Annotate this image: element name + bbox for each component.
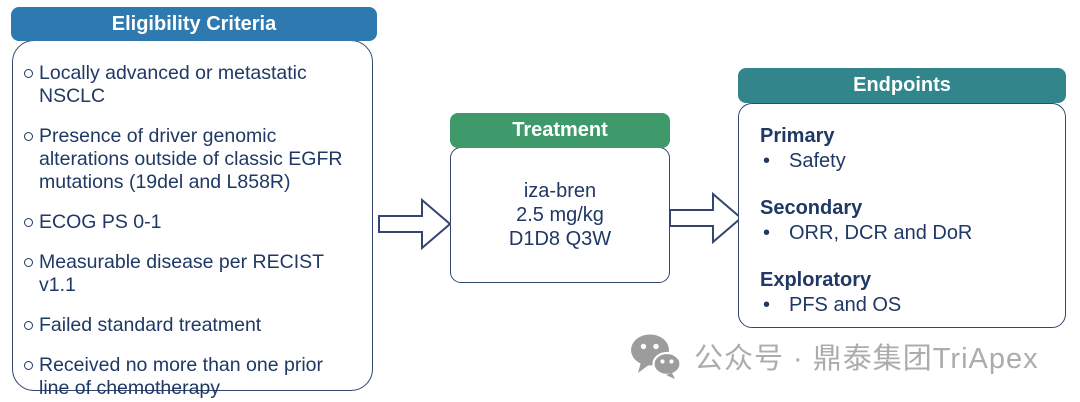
treatment-box: iza-bren 2.5 mg/kg D1D8 Q3W xyxy=(450,147,670,283)
endpoints-section-item: • ORR, DCR and DoR xyxy=(760,221,1051,246)
eligibility-item: Presence of driver genomic alterations o… xyxy=(24,125,356,194)
endpoints-section-secondary: Secondary • ORR, DCR and DoR xyxy=(760,196,1051,246)
endpoints-box: Primary • Safety Secondary • ORR, DCR an… xyxy=(738,103,1066,328)
endpoints-item-text: ORR, DCR and DoR xyxy=(789,222,973,244)
flow-arrow-icon xyxy=(669,192,743,244)
eligibility-item-text: Failed standard treatment xyxy=(39,314,262,336)
treatment-line: iza-bren xyxy=(523,180,597,202)
treatment-line: 2.5 mg/kg xyxy=(516,204,604,226)
dot-bullet-icon: • xyxy=(763,150,771,172)
watermark-text: 公众号 · 鼎泰集团TriApex xyxy=(694,343,1039,375)
endpoints-item-text: Safety xyxy=(789,150,846,172)
endpoints-section-heading: Primary xyxy=(760,125,835,147)
circle-bullet-icon xyxy=(24,258,33,267)
endpoints-section-heading: Exploratory xyxy=(760,269,872,291)
eligibility-item-text: Received no more than one prior line of … xyxy=(39,354,323,399)
endpoints-section-item: • PFS and OS xyxy=(760,293,1051,318)
circle-bullet-icon xyxy=(24,132,33,141)
eligibility-item-text: ECOG PS 0-1 xyxy=(39,211,162,233)
eligibility-item: Received no more than one prior line of … xyxy=(24,354,356,400)
dot-bullet-icon: • xyxy=(763,222,771,244)
eligibility-item: ECOG PS 0-1 xyxy=(24,211,356,234)
watermark: 公众号 · 鼎泰集团TriApex xyxy=(630,332,1039,380)
circle-bullet-icon xyxy=(24,218,33,227)
circle-bullet-icon xyxy=(24,69,33,78)
circle-bullet-icon xyxy=(24,361,33,370)
eligibility-item-text: Presence of driver genomic alterations o… xyxy=(39,125,343,193)
wechat-icon xyxy=(631,334,682,379)
flow-arrow-icon xyxy=(378,198,452,250)
eligibility-header: Eligibility Criteria xyxy=(11,7,377,41)
endpoints-section-exploratory: Exploratory • PFS and OS xyxy=(760,268,1051,318)
endpoints-section-item: • Safety xyxy=(760,149,1051,174)
eligibility-item: Measurable disease per RECIST v1.1 xyxy=(24,251,356,297)
eligibility-item: Failed standard treatment xyxy=(24,314,356,337)
endpoints-header: Endpoints xyxy=(738,68,1066,103)
dot-bullet-icon: • xyxy=(763,294,771,316)
treatment-header: Treatment xyxy=(450,113,670,148)
circle-bullet-icon xyxy=(24,321,33,330)
eligibility-item: Locally advanced or metastatic NSCLC xyxy=(24,62,356,108)
eligibility-item-text: Measurable disease per RECIST v1.1 xyxy=(39,251,324,296)
eligibility-item-text: Locally advanced or metastatic NSCLC xyxy=(39,62,307,107)
endpoints-section-heading: Secondary xyxy=(760,197,863,219)
endpoints-item-text: PFS and OS xyxy=(789,294,902,316)
endpoints-section-primary: Primary • Safety xyxy=(760,124,1051,174)
treatment-line: D1D8 Q3W xyxy=(508,228,612,250)
eligibility-box: Locally advanced or metastatic NSCLC Pre… xyxy=(12,40,373,399)
